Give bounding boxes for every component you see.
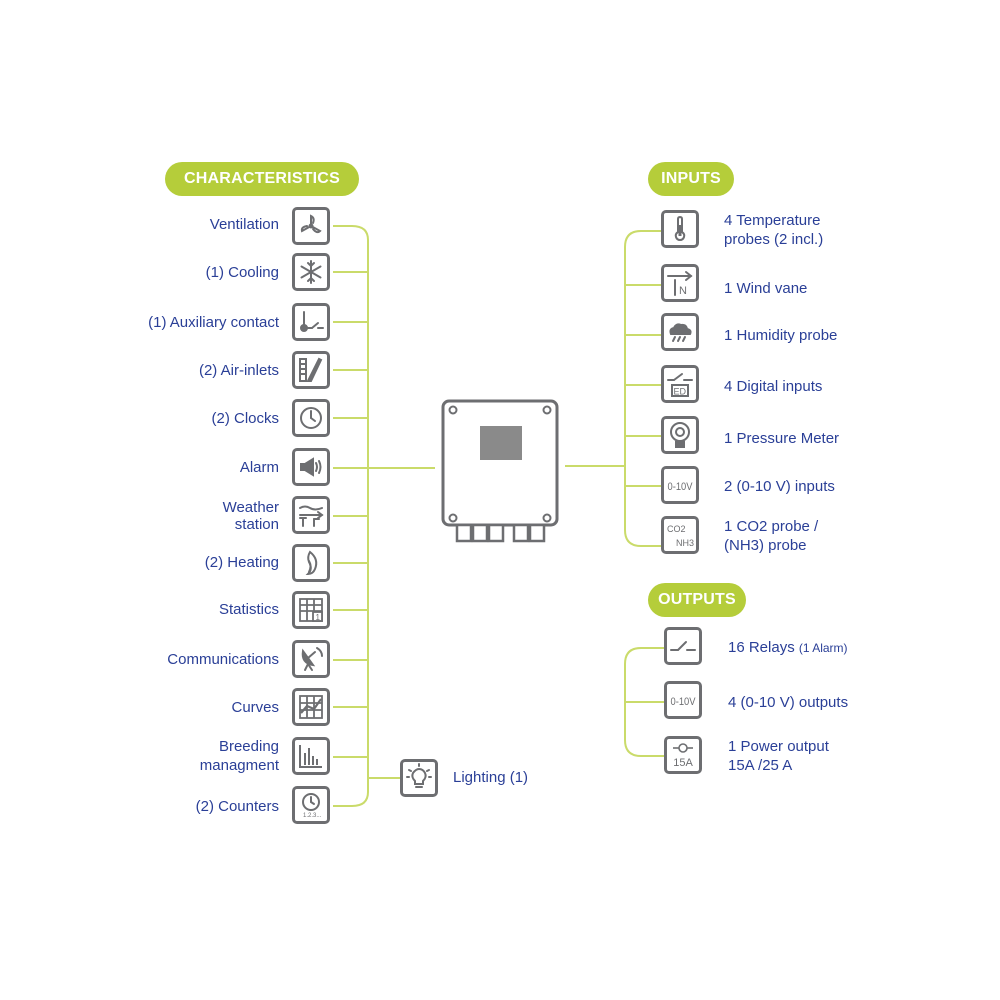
power-output-icon: 15A [664,736,702,774]
label-voltage-inputs: 2 (0-10 V) inputs [724,478,835,495]
label-alarm: Alarm [239,459,279,476]
bar-chart-icon [292,737,330,775]
power-output-glyph: 15A [673,757,693,769]
weather-station-icon [292,496,330,534]
label-weather-line2: station [234,516,279,533]
counter-icon: 1.2.3... [292,786,330,824]
label-power-line1: 1 Power output [728,738,829,755]
label-breeding-line2: managment [199,757,279,774]
label-co2-line1: 1 CO2 probe / [724,518,819,535]
label-digital-inputs: 4 Digital inputs [724,378,823,395]
controller-screen [480,426,522,460]
svg-text:N: N [679,285,687,297]
controller-device [441,399,559,543]
relay-switch-icon [664,627,702,665]
satellite-dish-icon [292,640,330,678]
label-cooling: (1) Cooling [205,264,279,281]
label-communications: Communications [167,651,279,668]
label-weather-line1: Weather [222,499,279,516]
label-temperature-line1: 4 Temperature [724,212,821,229]
snowflake-icon [292,253,330,291]
label-curves: Curves [231,699,279,716]
light-bulb-icon [400,759,438,797]
outputs-header: OUTPUTS [648,583,746,617]
thermometer-contact-icon [292,303,330,341]
curves-grid-icon [292,688,330,726]
label-counters: (2) Counters [195,798,279,815]
fan-icon [292,207,330,245]
svg-text:1.2.3...: 1.2.3... [303,813,322,819]
pressure-gauge-icon [661,416,699,454]
svg-text:ED: ED [674,387,687,397]
label-humidity-probe: 1 Humidity probe [724,327,838,344]
nh3-glyph: NH3 [676,538,694,548]
co2-nh3-icon: CO2 NH3 [661,516,699,554]
megaphone-icon [292,448,330,486]
label-pressure-meter: 1 Pressure Meter [724,430,840,447]
label-auxiliary-contact: (1) Auxiliary contact [148,314,279,331]
label-ventilation: Ventilation [209,216,279,233]
voltage-0-10v-input-icon: 0-10V [661,466,699,504]
inputs-trunk-line [624,230,661,547]
label-air-inlets: (2) Air-inlets [198,362,279,379]
voltage-input-glyph: 0-10V [668,481,694,493]
flame-icon [292,544,330,582]
label-clocks: (2) Clocks [211,410,279,427]
co2-glyph: CO2 [667,524,686,534]
digital-input-icon: ED [661,365,699,403]
label-relays: 16 Relays (1 Alarm) [728,639,848,657]
label-temperature-line2: probes (2 incl.) [724,231,824,248]
label-voltage-outputs: 4 (0-10 V) outputs [728,694,849,711]
voltage-output-glyph: 0-10V [671,696,697,708]
label-relays-alarm: (1 Alarm) [798,641,848,655]
air-inlet-icon [292,351,330,389]
label-heating: (2) Heating [204,554,279,571]
voltage-0-10v-output-icon: 0-10V [664,681,702,719]
label-statistics: Statistics [218,601,279,618]
label-relays-main: 16 Relays [728,639,795,656]
humidity-cloud-icon [661,313,699,351]
wind-vane-icon: N [661,264,699,302]
label-co2-line2: (NH3) probe [724,537,807,554]
label-lighting: Lighting (1) [453,769,529,786]
clock-icon [292,399,330,437]
label-power-line2: 15A /25 A [728,757,793,774]
label-wind-vane: 1 Wind vane [724,280,808,297]
statistics-icon: 1 [292,591,330,629]
label-breeding-line1: Breeding [218,738,279,755]
thermometer-icon [661,210,699,248]
svg-text:1: 1 [316,613,321,622]
inputs-header: INPUTS [648,162,734,196]
characteristics-header: CHARACTERISTICS [165,162,359,196]
